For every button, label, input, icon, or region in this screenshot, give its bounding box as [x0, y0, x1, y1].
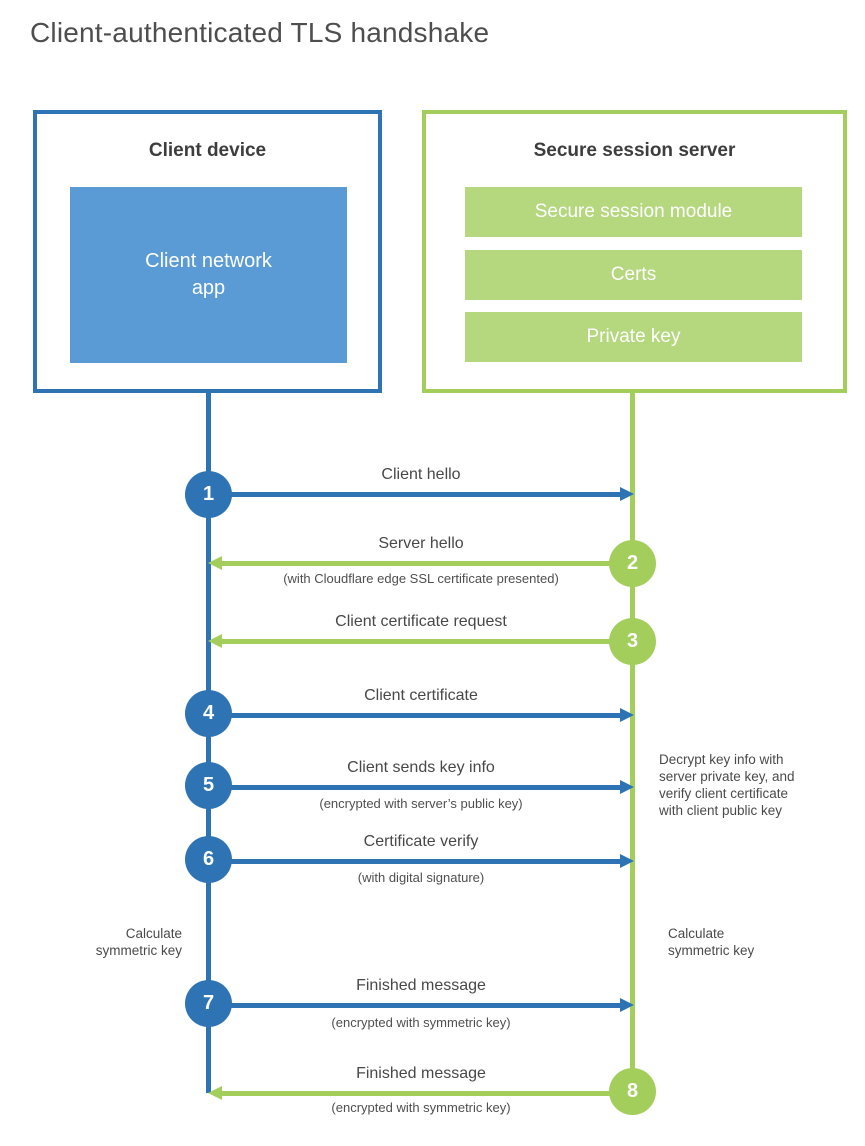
step5-badge: 5 — [185, 762, 232, 809]
private-key-bar: Private key — [465, 312, 802, 362]
step1-arrow — [230, 487, 634, 501]
step7-subtitle: (encrypted with symmetric key) — [331, 1015, 511, 1030]
page-title: Client-authenticated TLS handshake — [30, 17, 490, 48]
step5-arrow — [230, 780, 634, 794]
secure-session-module-bar: Secure session module — [465, 187, 802, 237]
step4-label: Client certificate — [364, 687, 478, 704]
step8-arrow — [208, 1086, 622, 1100]
step3-label: Client certificate request — [335, 613, 507, 630]
calculate-symmetric-key-note-server: Calculate symmetric key — [668, 926, 755, 958]
secure-session-server-title: Secure session server — [533, 140, 736, 161]
step2-arrow — [208, 556, 622, 570]
step4-arrow — [230, 708, 634, 722]
step8-badge: 8 — [609, 1068, 656, 1115]
client-network-app-box: Client network app — [70, 187, 347, 363]
client-lifeline — [206, 393, 211, 1093]
step3-arrow — [208, 634, 622, 648]
step8-label: Finished message — [356, 1065, 486, 1082]
calculate-symmetric-key-note-client: Calculate symmetric key — [95, 926, 182, 958]
step2-label: Server hello — [378, 535, 464, 552]
step2-subtitle: (with Cloudflare edge SSL certificate pr… — [283, 571, 559, 586]
step6-arrow — [230, 854, 634, 868]
step1-label: Client hello — [381, 466, 461, 483]
step7-arrow — [230, 998, 634, 1012]
step6-label: Certificate verify — [363, 833, 479, 850]
step2-badge: 2 — [609, 540, 656, 587]
step4-badge: 4 — [185, 690, 232, 737]
step7-label: Finished message — [356, 977, 486, 994]
step7-badge: 7 — [185, 980, 232, 1027]
step5-label: Client sends key info — [347, 759, 495, 776]
step1-badge: 1 — [185, 471, 232, 518]
secure-session-server-box: Secure session server Secure session mod… — [422, 110, 847, 393]
server-decrypt-annotation: Decrypt key info with server private key… — [659, 752, 795, 818]
step5-subtitle: (encrypted with server’s public key) — [319, 796, 523, 811]
client-device-title: Client device — [148, 140, 267, 161]
certs-bar: Certs — [465, 250, 802, 300]
step8-subtitle: (encrypted with symmetric key) — [331, 1100, 511, 1115]
step6-badge: 6 — [185, 836, 232, 883]
client-device-box: Client device Client network app — [33, 110, 382, 393]
step6-subtitle: (with digital signature) — [357, 870, 485, 885]
server-lifeline — [630, 393, 635, 1093]
step3-badge: 3 — [609, 618, 656, 665]
